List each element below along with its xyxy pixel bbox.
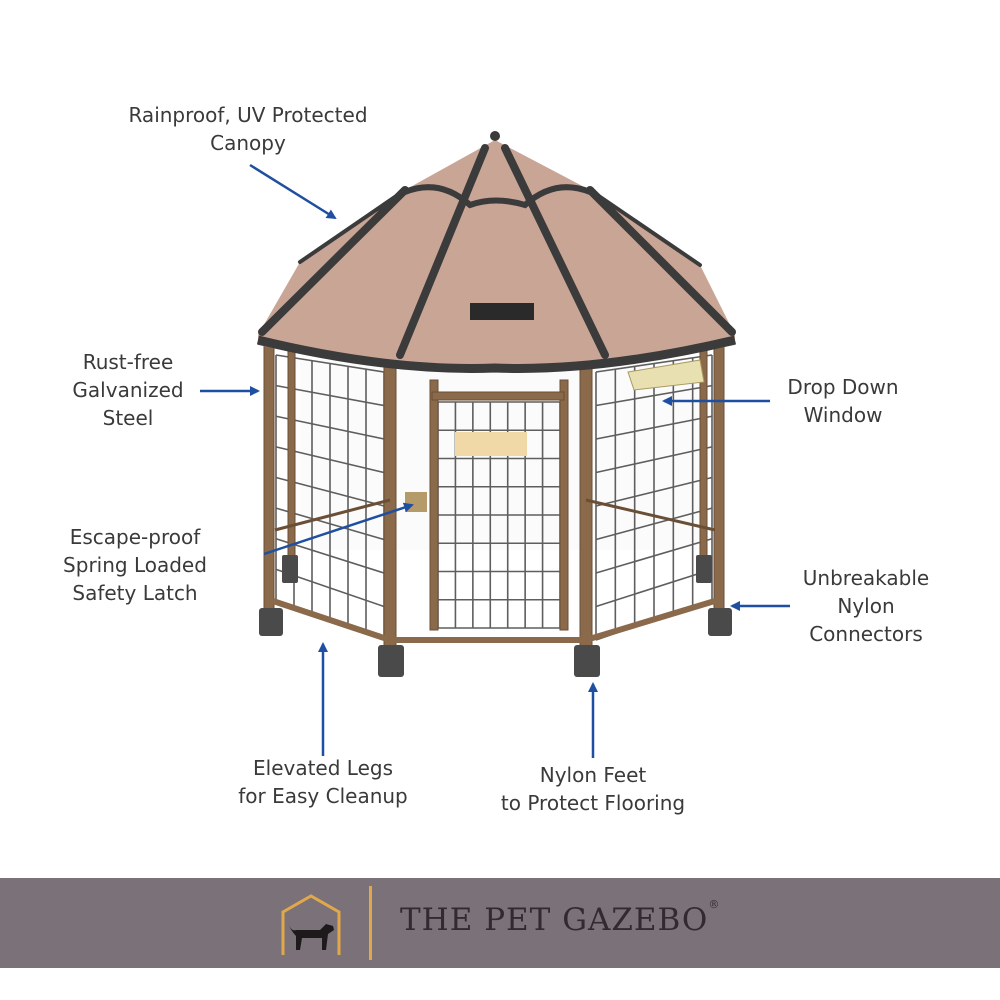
callout-line: Safety Latch xyxy=(72,581,198,605)
brand-text: THE PET GAZEBO xyxy=(400,902,709,938)
nylon-feet xyxy=(259,555,732,677)
callout-line: Rust-free xyxy=(82,350,174,374)
brand-footer: THE PET GAZEBO® xyxy=(0,878,1000,968)
callout-steel: Rust-free Galvanized Steel xyxy=(72,348,183,432)
callout-line: Rainproof, UV Protected xyxy=(128,103,368,127)
callout-line: Unbreakable xyxy=(802,566,930,590)
arrow-canopy xyxy=(249,163,337,220)
callout-line: to Protect Flooring xyxy=(500,791,686,815)
callout-canopy: Rainproof, UV Protected Canopy xyxy=(128,101,367,157)
canopy xyxy=(256,131,737,373)
callout-line: Elevated Legs xyxy=(253,756,393,780)
callout-line: Canopy xyxy=(210,131,286,155)
drop-down-window xyxy=(627,359,705,391)
latch xyxy=(405,492,427,512)
logo-divider xyxy=(369,886,372,960)
callout-line: Escape-proof xyxy=(69,525,201,549)
callout-connectors: Unbreakable Nylon Connectors xyxy=(803,564,929,648)
callout-legs: Elevated Legs for Easy Cleanup xyxy=(238,754,408,810)
callout-line: for Easy Cleanup xyxy=(238,784,408,808)
brand-name: THE PET GAZEBO® xyxy=(400,898,720,938)
callout-line: Steel xyxy=(102,406,154,430)
trademark: ® xyxy=(708,898,721,911)
callout-feet: Nylon Feet to Protect Flooring xyxy=(501,761,685,817)
callout-line: Nylon xyxy=(837,594,895,618)
callout-line: Window xyxy=(803,403,883,427)
callout-line: Spring Loaded xyxy=(63,553,207,577)
arrow-latch xyxy=(263,502,414,556)
door-tag xyxy=(455,432,527,456)
callout-window: Drop Down Window xyxy=(787,373,898,429)
callout-line: Connectors xyxy=(809,622,923,646)
callout-line: Nylon Feet xyxy=(539,763,647,787)
canopy-label xyxy=(470,303,534,320)
callout-latch: Escape-proof Spring Loaded Safety Latch xyxy=(63,523,207,607)
callout-arrows xyxy=(200,163,790,758)
frame-posts xyxy=(263,344,725,656)
callout-line: Galvanized xyxy=(72,378,184,402)
callout-line: Drop Down xyxy=(787,375,899,399)
dog-in-house-icon xyxy=(281,894,341,955)
